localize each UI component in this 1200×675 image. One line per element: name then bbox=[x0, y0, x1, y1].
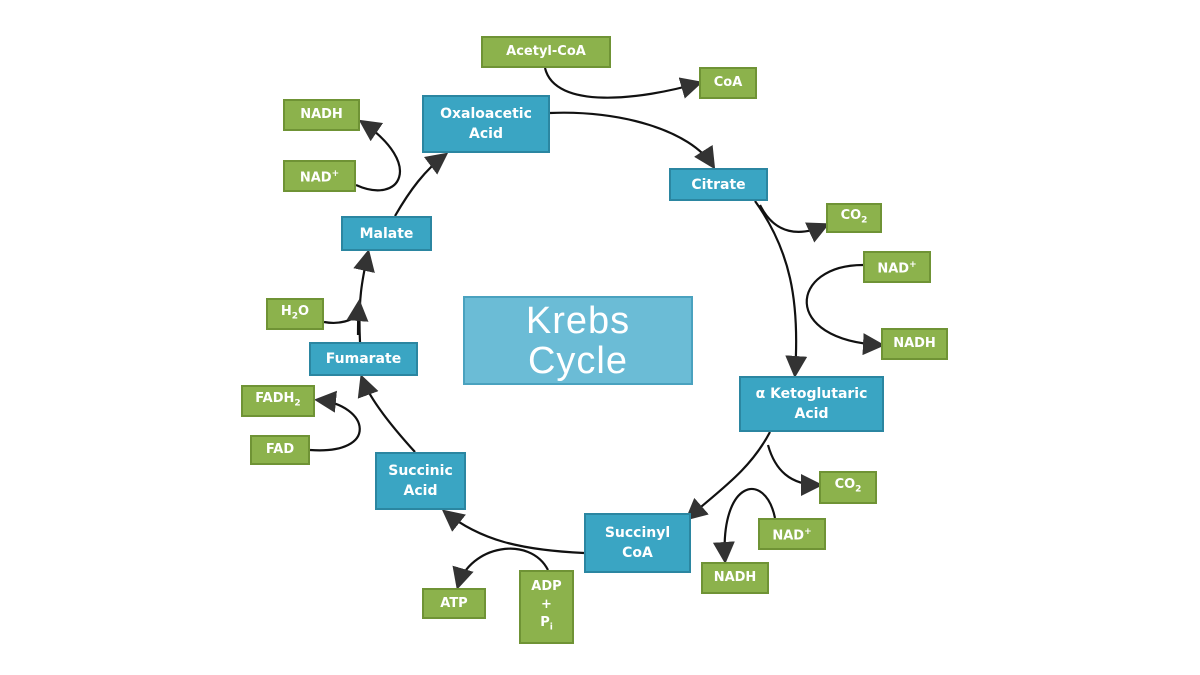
h2o-base: H bbox=[280, 303, 292, 319]
nad-sup: + bbox=[804, 526, 812, 537]
nad-sup: + bbox=[909, 259, 917, 270]
nad-box-1: NAD+ bbox=[863, 251, 931, 283]
label: NADH bbox=[300, 107, 343, 122]
arrow-fad-to-fadh2 bbox=[309, 390, 361, 452]
co2-box-1: CO2 bbox=[826, 203, 882, 233]
line-h2o bbox=[323, 314, 359, 324]
atp-box: ATP bbox=[422, 588, 486, 619]
arrow-malate-to-oaa bbox=[394, 152, 449, 217]
co2-base: CO bbox=[840, 207, 862, 223]
label: ATP bbox=[440, 595, 468, 611]
co2-sub: 2 bbox=[855, 484, 862, 495]
label: Succinyl bbox=[604, 525, 671, 541]
label: Oxaloacetic bbox=[440, 106, 532, 122]
nadh-box-1: NADH bbox=[881, 328, 948, 360]
nad-base: NAD bbox=[877, 261, 910, 277]
label: Fumarate bbox=[325, 351, 402, 367]
label: CoA bbox=[622, 545, 653, 561]
citrate-box: Citrate bbox=[669, 168, 768, 201]
arrow-nad-to-nadh-3 bbox=[712, 488, 777, 564]
arrow-succinic-to-fumarate bbox=[357, 374, 416, 453]
label: + bbox=[541, 596, 552, 612]
nadh-box-2: NADH bbox=[283, 99, 360, 131]
nad-base: NAD bbox=[299, 170, 332, 186]
fadh2-box: FADH2 bbox=[241, 385, 315, 417]
co2-sub: 2 bbox=[861, 215, 868, 226]
label: CO2 bbox=[835, 475, 862, 500]
fumarate-box: Fumarate bbox=[309, 342, 418, 376]
arrow-co2-2 bbox=[766, 444, 823, 496]
arrow-nad-to-nadh-1 bbox=[805, 263, 885, 356]
label: NAD+ bbox=[877, 255, 916, 279]
label: FAD bbox=[265, 442, 295, 457]
label: Acid bbox=[794, 406, 829, 422]
krebs-cycle-title: Krebs Cycle bbox=[463, 296, 693, 385]
nad-base: NAD bbox=[772, 528, 805, 544]
label: α Ketoglutaric bbox=[755, 386, 868, 402]
adp-pi-box: ADP + Pi bbox=[519, 570, 574, 644]
label: H2O bbox=[281, 302, 309, 327]
fadh2-base: FADH bbox=[255, 390, 295, 406]
malate-box: Malate bbox=[341, 216, 432, 251]
co2-box-2: CO2 bbox=[819, 471, 877, 504]
arrow-succinyl-to-succinic bbox=[441, 509, 585, 555]
h2o-sub: 2 bbox=[291, 311, 299, 322]
label: Acid bbox=[469, 126, 503, 142]
fadh2-sub: 2 bbox=[294, 398, 301, 409]
title-line2: Cycle bbox=[527, 339, 629, 382]
h2o-box: H2O bbox=[266, 298, 324, 330]
nadh-box-3: NADH bbox=[701, 562, 769, 594]
arrow-co2-1 bbox=[759, 204, 830, 243]
arrow-ketoglutaric-to-succinyl bbox=[684, 431, 771, 521]
label: CO2 bbox=[841, 206, 868, 231]
label: ADP bbox=[531, 578, 562, 594]
pi-base: P bbox=[540, 614, 550, 630]
label: Acetyl-CoA bbox=[506, 44, 586, 59]
title-line1: Krebs bbox=[525, 299, 631, 342]
h2o-tail: O bbox=[298, 303, 310, 319]
nad-box-3: NAD+ bbox=[758, 518, 826, 550]
arrow-citrate-to-ketoglutaric bbox=[754, 200, 808, 378]
label: NAD+ bbox=[300, 164, 339, 188]
acetyl-coa-box: Acetyl-CoA bbox=[481, 36, 611, 68]
label: FADH2 bbox=[255, 389, 300, 414]
label: Malate bbox=[359, 225, 414, 242]
label: CoA bbox=[713, 75, 743, 90]
pi-sub: i bbox=[549, 622, 553, 633]
label: NAD+ bbox=[772, 522, 811, 546]
arrow-adp-to-atp bbox=[452, 547, 549, 590]
co2-base: CO bbox=[834, 477, 856, 493]
arrow-nad-to-nadh-2 bbox=[355, 119, 402, 192]
label: Citrate bbox=[691, 176, 746, 193]
label: Acid bbox=[403, 483, 438, 499]
nad-sup: + bbox=[331, 168, 340, 179]
label: NADH bbox=[713, 570, 757, 585]
label: Succinic bbox=[388, 463, 453, 479]
arrow-acetylcoa-to-coa bbox=[543, 67, 703, 99]
nad-box-2: NAD+ bbox=[283, 160, 356, 192]
arrow-h2o-join bbox=[346, 299, 369, 336]
coa-box: CoA bbox=[699, 67, 757, 99]
fad-box: FAD bbox=[250, 435, 310, 465]
arrow-fumarate-to-malate bbox=[353, 249, 375, 343]
arrow-oaa-to-citrate bbox=[549, 111, 716, 170]
label: NADH bbox=[893, 336, 936, 351]
label: Pi bbox=[540, 614, 553, 637]
